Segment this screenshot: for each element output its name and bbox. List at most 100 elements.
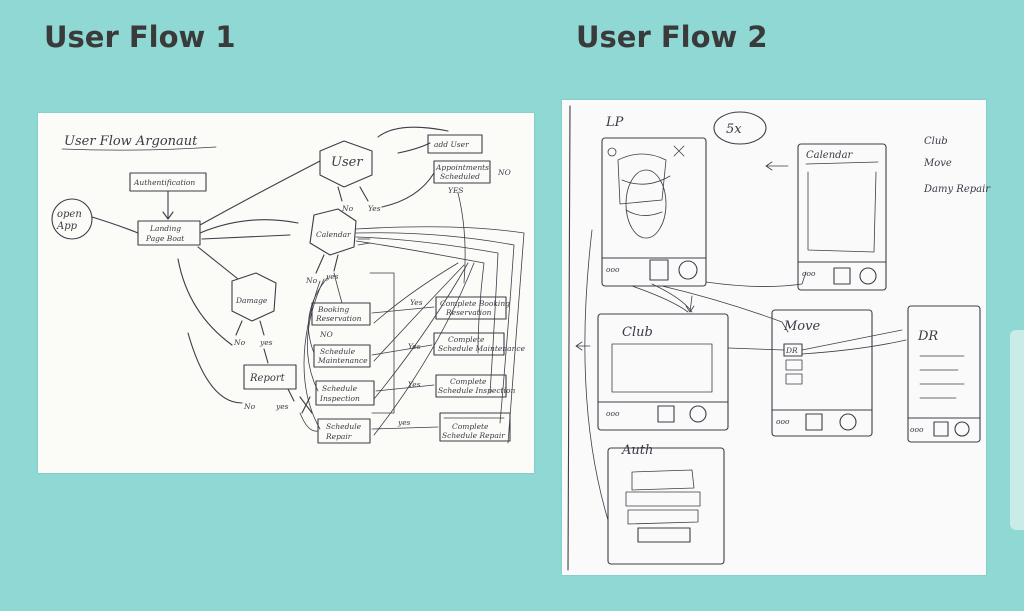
move-item-dr: DR xyxy=(785,346,798,355)
insp-yes-label: Yes xyxy=(408,380,421,389)
complete-repair-node xyxy=(439,412,511,442)
complete-repair-label-1: Complete xyxy=(452,422,489,431)
complete-insp-label-2: Schedule Inspection xyxy=(438,386,515,395)
lp-round-button xyxy=(678,260,698,280)
appointments-label-2: Scheduled xyxy=(440,172,480,181)
repair-label-1: Schedule xyxy=(326,422,362,431)
maint-label-1: Schedule xyxy=(320,347,356,356)
calendar-yes-label: yes xyxy=(325,272,339,281)
user-flow-2-drawing: LP ooo 5x Calendar ooo Club Move Damy Re… xyxy=(567,105,991,571)
damage-no-label: No xyxy=(233,338,246,347)
move-square-button xyxy=(805,413,823,431)
dr-screen xyxy=(907,305,981,443)
move-round-button xyxy=(839,413,857,431)
appointments-no-label: NO xyxy=(497,168,511,177)
list-damy-repair: Damy Repair xyxy=(923,184,991,195)
appointments-label-1: Appointments xyxy=(435,163,489,172)
user-decision-node xyxy=(319,140,373,188)
booking-label-1: Booking xyxy=(317,305,349,314)
damage-label: Damage xyxy=(235,296,268,305)
calendar-decision-node xyxy=(309,208,357,256)
calendar-no-label: No xyxy=(305,276,318,285)
repair-yes-label: yes xyxy=(397,418,411,427)
complete-insp-label-1: Complete xyxy=(450,377,487,386)
calendar-screen xyxy=(797,143,887,291)
user-flow-1-drawing: User Flow Argonaut open App Authentifica… xyxy=(51,126,526,444)
open-app-node xyxy=(51,198,93,240)
five-x-label: 5x xyxy=(726,122,742,137)
dr-dots: ooo xyxy=(910,425,924,434)
auth-login-button xyxy=(637,527,691,543)
auth-screen xyxy=(607,447,725,565)
dr-round-button xyxy=(954,421,970,437)
complete-maint-label-1: Complete xyxy=(448,335,485,344)
five-x-note xyxy=(713,111,767,145)
sketch1-title: User Flow Argonaut xyxy=(64,134,198,149)
calendar-round-button xyxy=(859,267,877,285)
complete-booking-label-1: Complete Booking xyxy=(440,299,510,308)
calendar-label: Calendar xyxy=(316,230,351,239)
booking-label-2: Reservation xyxy=(315,314,362,323)
report-no-label: No xyxy=(243,402,256,411)
authentification-label: Authentification xyxy=(133,178,195,187)
lp-square-button xyxy=(649,259,669,281)
club-square-button xyxy=(657,405,675,423)
report-label: Report xyxy=(249,373,286,384)
insp-label-1: Schedule xyxy=(322,384,358,393)
appointments-node xyxy=(433,160,491,184)
maint-label-2: Maintenance xyxy=(317,356,368,365)
open-app-label-2: App xyxy=(56,221,78,232)
schedule-maintenance-node xyxy=(313,344,371,368)
user-flow-1-sketch: User Flow Argonaut open App Authentifica… xyxy=(38,113,534,473)
complete-maint-label-2: Schedule Maintenance xyxy=(438,344,526,353)
landing-label-2: Page Boat xyxy=(145,234,185,243)
edge-decoration xyxy=(1010,330,1024,530)
appointments-yes-label: YES xyxy=(448,186,464,195)
add-user-label: add User xyxy=(434,140,469,149)
damage-yes-label: yes xyxy=(259,338,273,347)
user-label: User xyxy=(331,155,363,170)
booking-yes-label: Yes xyxy=(410,298,423,307)
move-item-3 xyxy=(785,373,803,385)
complete-booking-node xyxy=(435,296,507,320)
landing-label-1: Landing xyxy=(149,224,181,233)
calendar-screen-label: Calendar xyxy=(806,150,854,161)
insp-label-2: Inspection xyxy=(319,394,360,403)
list-move: Move xyxy=(923,158,952,169)
complete-repair-label-2: Schedule Repair xyxy=(442,431,505,440)
user-yes-label: Yes xyxy=(368,204,381,213)
lp-label: LP xyxy=(605,115,624,130)
complete-inspection-node xyxy=(435,374,507,398)
report-yes-label: yes xyxy=(275,402,289,411)
report-node xyxy=(243,364,297,390)
heading-user-flow-1: User Flow 1 xyxy=(44,20,236,54)
complete-maintenance-node xyxy=(433,332,505,356)
calendar-square-button xyxy=(833,267,851,285)
calendar-dots: ooo xyxy=(802,269,816,278)
lp-dots: ooo xyxy=(606,265,620,274)
booking-reservation-node xyxy=(311,302,371,326)
move-dots: ooo xyxy=(776,417,790,426)
dr-label: DR xyxy=(917,329,938,344)
user-no-label: No xyxy=(341,204,354,213)
booking-no-label: NO xyxy=(319,330,333,339)
club-screen xyxy=(597,313,729,431)
move-item-2 xyxy=(785,359,803,371)
repair-label-2: Repair xyxy=(325,432,352,441)
user-flow-2-sketch: LP ooo 5x Calendar ooo Club Move Damy Re… xyxy=(562,100,991,575)
club-dots: ooo xyxy=(606,409,620,418)
move-screen xyxy=(771,309,873,437)
club-round-button xyxy=(689,405,707,423)
club-label: Club xyxy=(622,325,653,340)
open-app-label-1: open xyxy=(57,209,82,220)
heading-user-flow-2: User Flow 2 xyxy=(576,20,768,54)
schedule-inspection-node xyxy=(315,380,375,406)
move-label: Move xyxy=(783,319,820,334)
lp-icon-left xyxy=(607,147,617,157)
lp-screen xyxy=(601,137,707,287)
complete-booking-label-2: Reservation xyxy=(445,308,492,317)
list-club: Club xyxy=(924,136,948,147)
damage-decision-node xyxy=(231,272,277,322)
auth-label: Auth xyxy=(621,443,653,458)
dr-square-button xyxy=(933,421,949,437)
